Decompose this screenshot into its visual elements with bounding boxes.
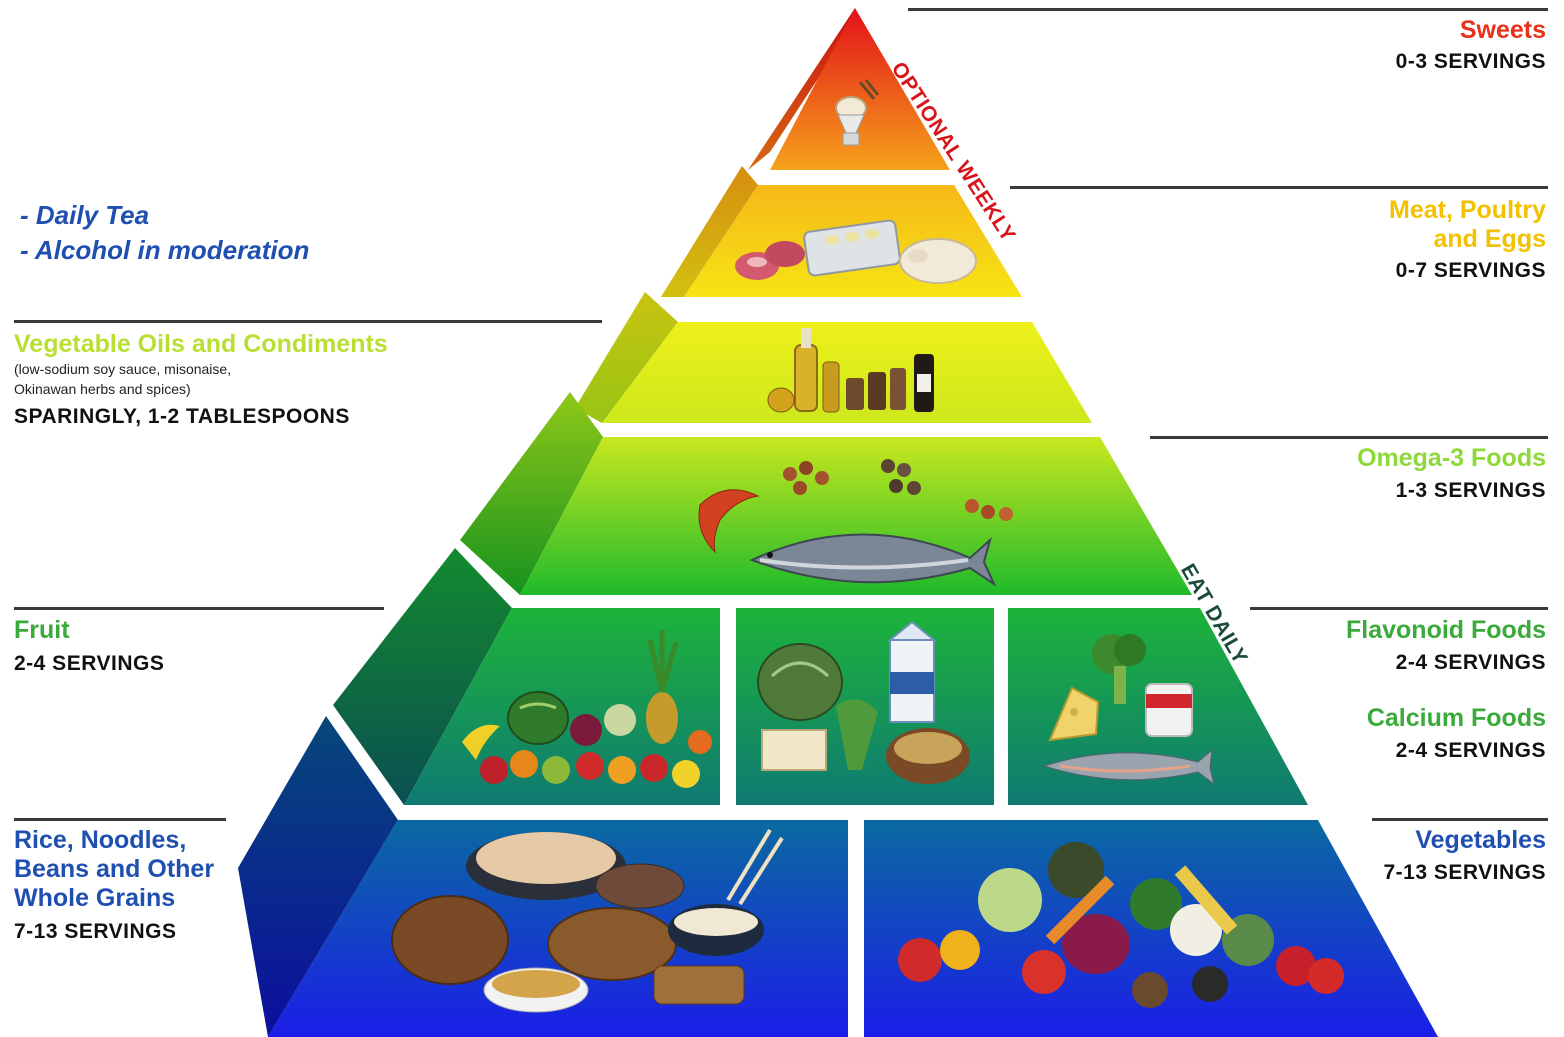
tier-sweets-side — [748, 8, 855, 170]
extras-list: - Daily Tea - Alcohol in moderation — [20, 198, 309, 268]
divider-grains — [14, 818, 226, 821]
oils-servings: SPARINGLY, 1-2 TABLESPOONS — [14, 405, 350, 428]
divider-omega3 — [1150, 436, 1548, 439]
tier-omega3-side — [460, 392, 603, 595]
grains-label: Rice, Noodles, Beans and Other Whole Gra… — [14, 826, 214, 913]
meat-label-line2: and Eggs — [1433, 225, 1546, 253]
meat-eggs-chicken-icon — [735, 219, 977, 284]
greens-milk-tofu-soup-icon — [757, 620, 970, 784]
meat-label: Meat, Poultry and Eggs — [1389, 196, 1546, 254]
sweets-label: Sweets — [1459, 16, 1546, 44]
ice-cream-sundae-icon — [835, 79, 880, 146]
grains-label-line2: Beans and Other — [14, 855, 215, 883]
fruit-label: Fruit — [14, 616, 70, 644]
fruit-pile-icon — [462, 630, 712, 788]
oil-bottles-spices-icon — [767, 328, 934, 413]
omega3-label: Omega-3 Foods — [1357, 444, 1546, 472]
sweets-servings: 0-3 SERVINGS — [1395, 50, 1546, 73]
oils-label: Vegetable Oils and Condiments — [14, 330, 388, 358]
grains-label-line3: Whole Grains — [14, 884, 176, 912]
cheese-broccoli-yogurt-salmon-icon — [1042, 634, 1215, 786]
extras-alcohol: - Alcohol in moderation — [20, 235, 310, 265]
divider-sweets — [908, 8, 1548, 11]
meat-servings: 0-7 SERVINGS — [1395, 259, 1546, 282]
fruit-servings: 2-4 SERVINGS — [14, 652, 165, 675]
divider-fruit — [14, 607, 384, 610]
tier-middle-side — [333, 548, 512, 805]
vegetables-label: Vegetables — [1415, 826, 1546, 854]
divider-flavonoid — [1250, 607, 1548, 610]
extras-tea: - Daily Tea — [20, 200, 150, 230]
vegetable-pile-icon — [898, 842, 1344, 1008]
oils-note-line2: Okinawan herbs and spices) — [14, 381, 191, 397]
oils-note: (low-sodium soy sauce, misonaise, Okinaw… — [14, 359, 231, 399]
tier-oils-side — [575, 292, 678, 423]
divider-meat — [1010, 186, 1548, 189]
calcium-label: Calcium Foods — [1366, 704, 1546, 732]
omega3-servings: 1-3 SERVINGS — [1395, 479, 1546, 502]
grains-label-line1: Rice, Noodles, — [14, 826, 187, 854]
oils-note-line1: (low-sodium soy sauce, misonaise, — [14, 361, 232, 377]
fish-shrimp-nuts-icon — [698, 459, 1013, 587]
flavonoid-label: Flavonoid Foods — [1346, 616, 1546, 644]
tier-oils — [602, 322, 1092, 423]
divider-vegetables — [1372, 818, 1548, 821]
flavonoid-servings: 2-4 SERVINGS — [1395, 651, 1546, 674]
divider-oils — [14, 320, 602, 323]
calcium-servings: 2-4 SERVINGS — [1395, 739, 1546, 762]
tier-omega3 — [520, 437, 1192, 595]
grains-servings: 7-13 SERVINGS — [14, 920, 177, 943]
meat-label-line1: Meat, Poultry — [1389, 196, 1546, 224]
tier-meat-side — [661, 166, 758, 297]
bread-noodles-rice-icon — [391, 828, 784, 1013]
tier-base-side — [238, 716, 398, 1037]
tier-sweets — [770, 8, 950, 170]
vegetables-servings: 7-13 SERVINGS — [1383, 861, 1546, 884]
